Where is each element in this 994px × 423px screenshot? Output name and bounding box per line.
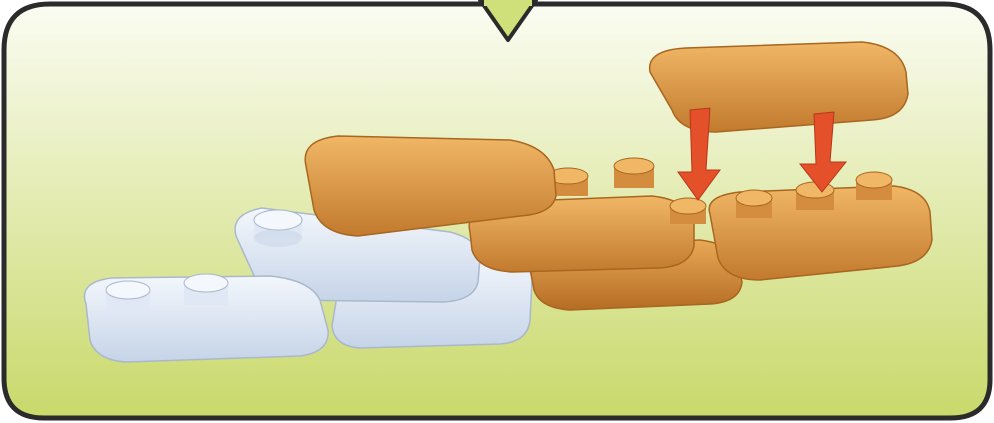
white-brick-front — [84, 274, 328, 362]
orange-brick-floating — [650, 42, 908, 132]
